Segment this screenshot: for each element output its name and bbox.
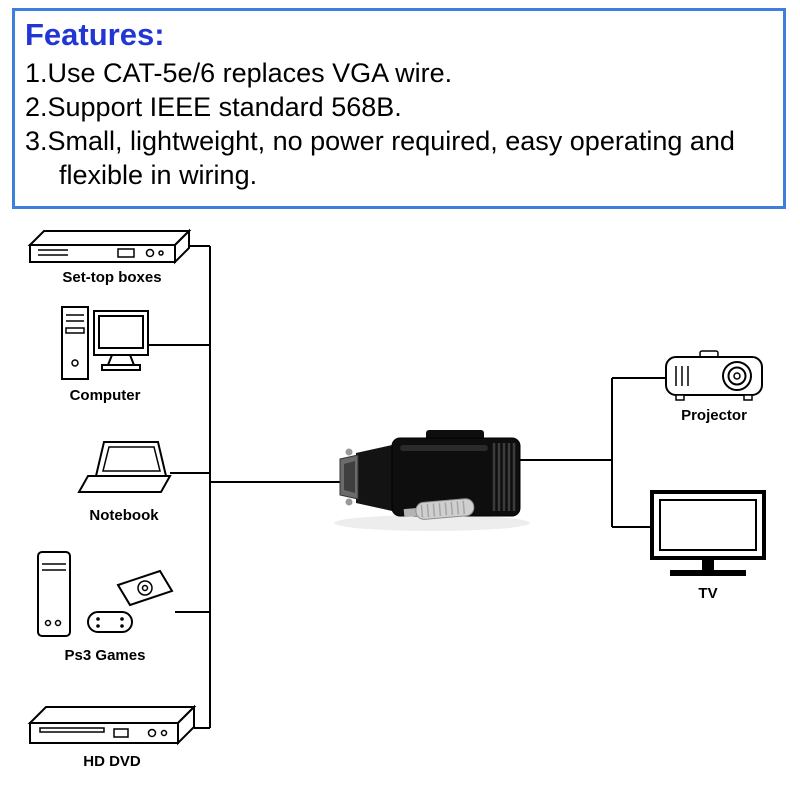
- device-label-hd-dvd: HD DVD: [83, 753, 141, 770]
- connection-lines: [148, 245, 666, 729]
- device-label-ps3-games: Ps3 Games: [64, 647, 146, 664]
- feature-item-2: 2.Support IEEE standard 568B.: [25, 91, 402, 122]
- feature-item-1: 1.Use CAT-5e/6 replaces VGA wire.: [25, 57, 453, 88]
- projector-icon: [665, 350, 763, 401]
- connection-diagram: Set-top boxes Computer Notebook Ps3 Game…: [0, 195, 800, 800]
- ps3-games-icon: [37, 551, 174, 637]
- tv-icon: [650, 490, 766, 576]
- diagram-canvas: [27, 228, 766, 746]
- device-label-computer: Computer: [69, 387, 141, 404]
- device-label-set-top-boxes: Set-top boxes: [62, 269, 162, 286]
- feature-item-3: 3.Small, lightweight, no power required,…: [25, 125, 735, 190]
- device-label-projector: Projector: [681, 407, 747, 424]
- notebook-icon: [77, 441, 172, 493]
- device-label-tv: TV: [698, 585, 718, 602]
- device-label-notebook: Notebook: [89, 507, 159, 524]
- vga-rj45-extender-adapter-image: [334, 430, 530, 531]
- set-top-box-icon: [27, 228, 192, 265]
- features-title: Features:: [25, 17, 165, 52]
- computer-icon: [61, 306, 149, 380]
- hd-dvd-icon: [27, 704, 197, 746]
- features-panel: Features: 1.Use CAT-5e/6 replaces VGA wi…: [12, 8, 786, 209]
- adapter-thumbscrew: [403, 498, 475, 520]
